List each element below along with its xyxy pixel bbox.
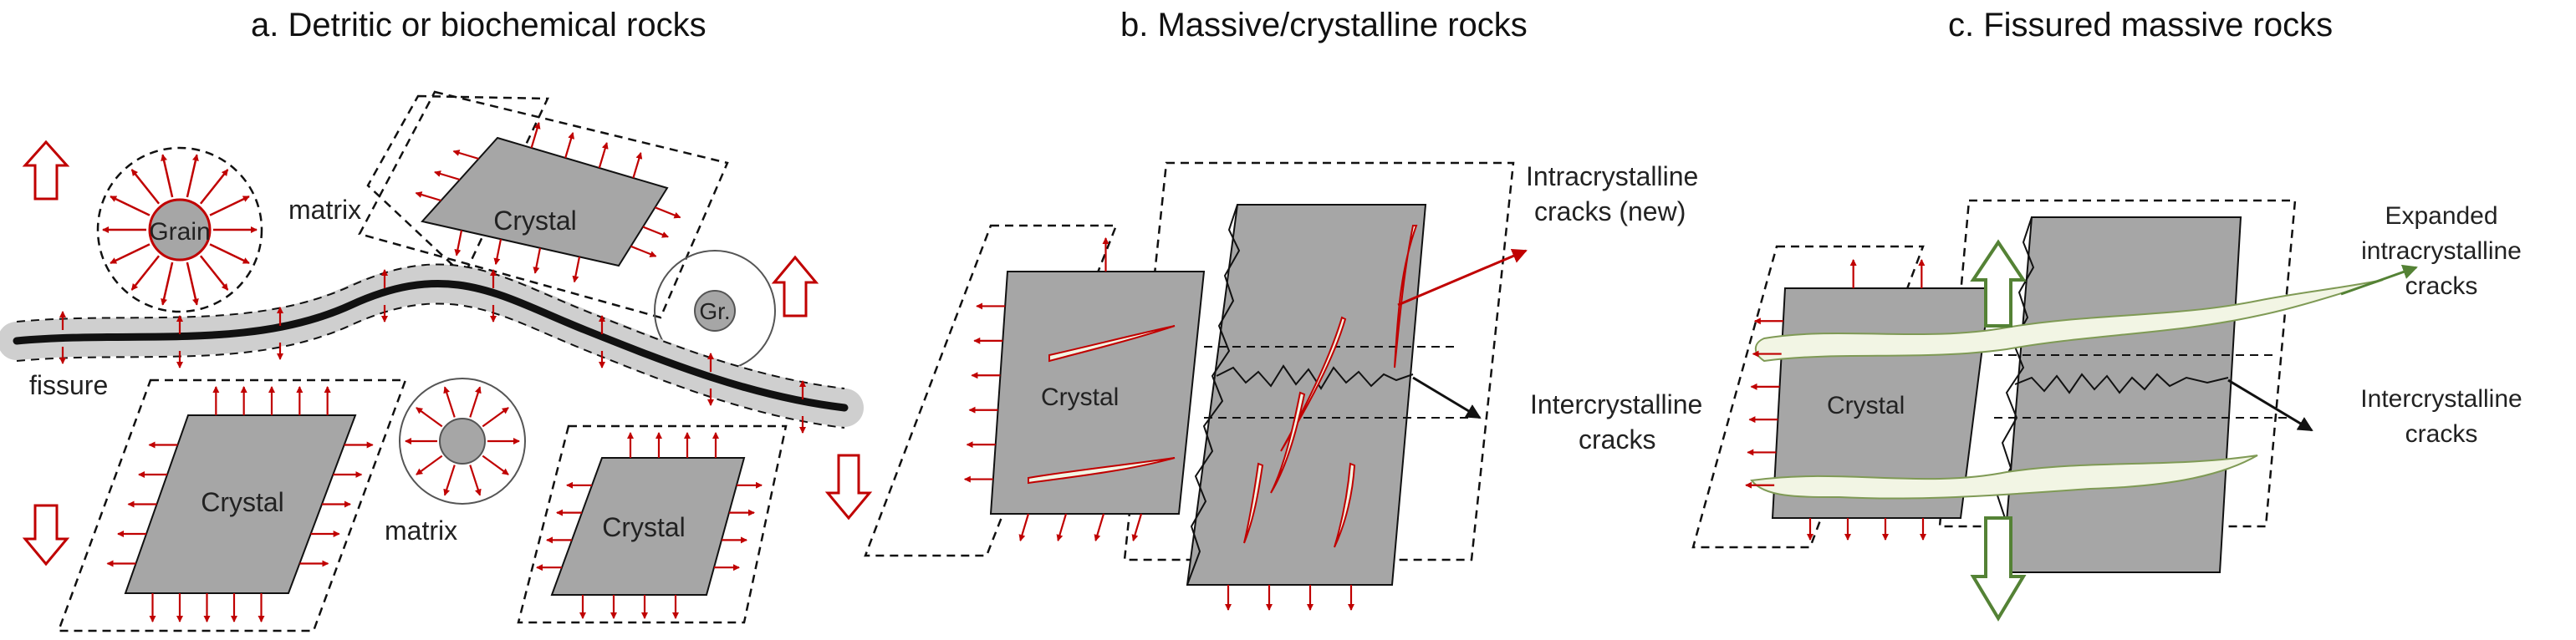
stress-arrow xyxy=(482,455,509,475)
stress-arrow xyxy=(209,195,250,216)
expanded-label-line3-c: cracks xyxy=(2405,272,2478,300)
expansion-arrow-up xyxy=(1970,239,2027,328)
intercrystalline-crack-b xyxy=(1216,364,1414,390)
stress-arrow xyxy=(469,465,482,496)
stress-arrow xyxy=(415,191,441,202)
panel-a: Grain matrix matrix Crystal Gr. fissure xyxy=(0,90,873,632)
intracrystalline-cracks-b xyxy=(1028,225,1418,548)
stress-arrow xyxy=(454,230,463,257)
crystal-right-c xyxy=(2001,216,2242,573)
stress-arrow xyxy=(199,169,229,205)
tension-arrow-down-right xyxy=(824,454,873,521)
inter-label-line2-b: cracks xyxy=(1579,424,1655,455)
stress-arrow xyxy=(493,238,502,266)
stress-arrow xyxy=(434,170,461,181)
tension-arrow-up-right xyxy=(771,255,819,317)
grain-stress-arrows xyxy=(102,154,258,306)
crystal-top xyxy=(358,90,729,319)
stress-arrow xyxy=(199,255,229,291)
matrix-label-top: matrix xyxy=(288,195,361,225)
stress-arrow xyxy=(416,455,443,475)
panel-c-title: c. Fissured massive rocks xyxy=(1948,7,2334,43)
expanded-callout-arrow-c xyxy=(2340,264,2418,296)
stress-arrow xyxy=(452,150,479,160)
stress-arrow xyxy=(1094,513,1105,541)
stress-arrow xyxy=(186,262,199,306)
crystal-bottom-left-label: Crystal xyxy=(201,487,284,517)
tension-arrow-down-left xyxy=(22,504,70,566)
panel-c: Crystal Expanded intracrystalline cracks… xyxy=(1691,199,2522,622)
tension-arrow-up-left xyxy=(22,140,70,201)
matrix-label-bottom: matrix xyxy=(385,516,457,546)
expanded-label-line1-c: Expanded xyxy=(2385,202,2497,230)
stress-arrow xyxy=(209,243,250,265)
stress-arrow xyxy=(630,245,657,257)
inter-callout-arrow-c xyxy=(2227,378,2313,432)
fissure xyxy=(0,263,864,429)
inter-label-line2-c: cracks xyxy=(2405,420,2478,448)
grain-boundary-b xyxy=(1186,204,1241,586)
stress-arrow xyxy=(443,386,456,418)
crystal-stress-arrows xyxy=(59,122,806,622)
stress-arrow xyxy=(572,257,581,283)
crystal-label-b: Crystal xyxy=(1041,383,1119,411)
grain-bottom xyxy=(399,378,526,505)
expanded-label-line2-c: intracrystalline xyxy=(2361,237,2522,265)
inter-label-line1-c: Intercrystalline xyxy=(2360,385,2522,413)
stress-arrow xyxy=(110,195,150,216)
crystal-bottom-right-label: Crystal xyxy=(602,512,686,542)
inter-callout-arrow-b xyxy=(1412,376,1482,419)
grain-large xyxy=(96,146,263,313)
crystal-label-c: Crystal xyxy=(1827,392,1905,419)
stress-arrow xyxy=(186,154,199,198)
crystal-top-label: Crystal xyxy=(493,206,577,236)
grain-boundary-c xyxy=(1995,216,2035,573)
stress-arrow xyxy=(443,465,456,496)
stress-arrow xyxy=(130,255,161,291)
grain-label: Grain xyxy=(149,218,210,246)
stress-arrow xyxy=(533,247,542,274)
stress-arrow xyxy=(1018,513,1030,541)
panel-a-title: a. Detritic or biochemical rocks xyxy=(251,7,706,43)
stress-arrow xyxy=(642,226,669,238)
stress-arrow xyxy=(416,407,443,428)
stress-arrow xyxy=(161,154,174,198)
stress-arrow xyxy=(655,206,681,219)
stress-arrow xyxy=(469,386,482,418)
stress-arrow xyxy=(482,407,509,428)
stress-arrow xyxy=(598,142,609,169)
panel-b-title: b. Massive/crystalline rocks xyxy=(1120,7,1528,43)
inter-label-line1-b: Intercrystalline xyxy=(1530,389,1702,419)
stress-arrow xyxy=(110,243,150,265)
expansion-arrow-down xyxy=(1970,516,2027,622)
fissure-label: fissure xyxy=(29,370,108,400)
intra-callout-arrow-b xyxy=(1397,248,1528,307)
panel-b: Crystal Intracrystalline cracks (new) In… xyxy=(864,161,1702,611)
stress-arrow xyxy=(130,169,161,205)
intra-label-line2-b: cracks (new) xyxy=(1534,196,1686,226)
intra-label-line1-b: Intracrystalline xyxy=(1526,161,1698,191)
stress-arrow xyxy=(1131,513,1143,541)
stress-arrow xyxy=(632,152,643,179)
crystal-bottom-right xyxy=(517,424,788,624)
grain-small xyxy=(654,250,776,372)
stress-arrow xyxy=(161,262,174,306)
gr-label: Gr. xyxy=(699,298,730,324)
stress-arrow xyxy=(530,122,541,149)
stress-arrow xyxy=(564,132,575,159)
stress-arrow xyxy=(1056,513,1068,541)
intercrystalline-crack-c xyxy=(2014,373,2229,394)
crystal-stress-arrows-c xyxy=(1745,259,1926,541)
crystal-right-b xyxy=(1186,204,1427,586)
crystal-stress-arrows-b xyxy=(963,237,1354,611)
